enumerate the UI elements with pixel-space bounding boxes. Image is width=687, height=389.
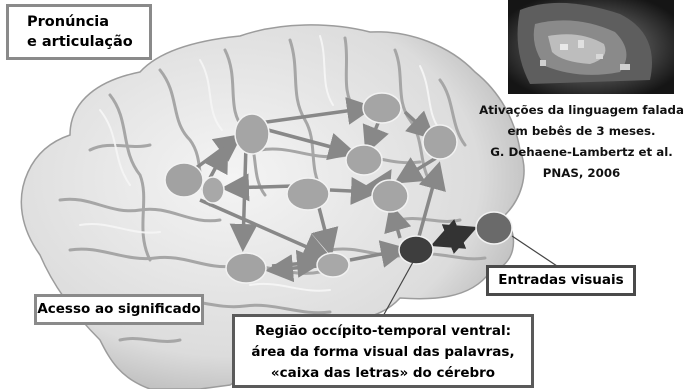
caption-line-4: PNAS, 2006 [476,163,687,184]
label-pronuncia: Pronúncia e articulação [6,4,152,60]
caption-line-2: em bebês de 3 meses. [476,121,687,142]
source-caption: Ativações da linguagem falada em bebês d… [476,100,687,184]
label-regiao: Região occípito-temporal ventral: área d… [232,314,534,388]
label-acesso: Acesso ao significado [34,294,204,325]
pointer-line-entradas [512,236,560,268]
label-regiao-line-3: «caixa das letras» do cérebro [235,363,531,384]
caption-line-3: G. Dehaene-Lambertz et al. [476,142,687,163]
label-entradas: Entradas visuais [486,265,636,296]
label-regiao-line-2: área da forma visual das palavras, [235,342,531,363]
label-pronuncia-line-2: e articulação [27,32,149,52]
caption-line-1: Ativações da linguagem falada [476,100,687,121]
label-regiao-line-1: Região occípito-temporal ventral: [235,321,531,342]
label-pronuncia-line-1: Pronúncia [27,12,149,32]
mri-scan-image [508,0,674,94]
